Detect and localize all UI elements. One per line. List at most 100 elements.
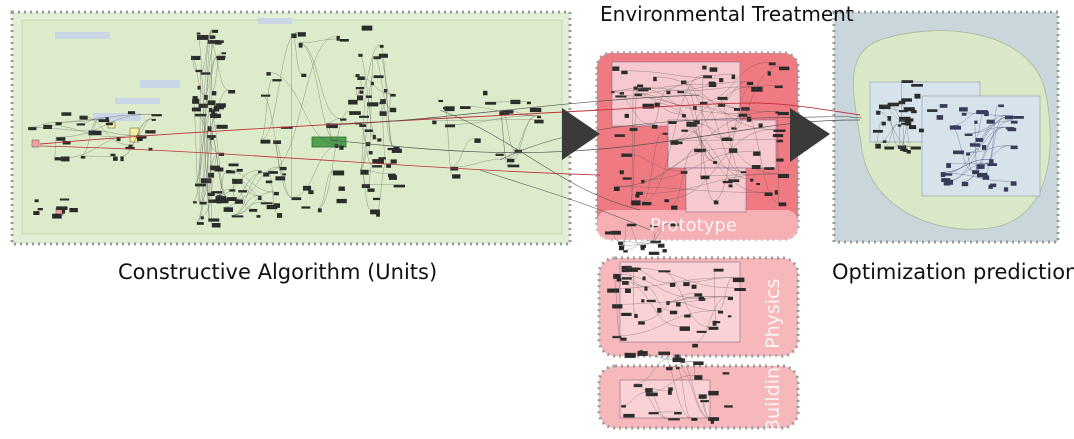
group-title-box bbox=[55, 32, 110, 39]
graph-wire bbox=[671, 148, 695, 206]
graph-node bbox=[297, 32, 306, 37]
graph-wire bbox=[904, 120, 911, 147]
graph-node bbox=[668, 387, 673, 391]
graph-node bbox=[483, 90, 488, 96]
flow-arrow-1 bbox=[562, 108, 600, 160]
graph-node bbox=[236, 168, 243, 172]
graph-wire bbox=[361, 183, 394, 185]
graph-node bbox=[653, 76, 657, 82]
graph-node bbox=[445, 124, 456, 128]
graph-node bbox=[200, 178, 212, 184]
graph-node bbox=[339, 145, 344, 150]
graph-wire bbox=[621, 277, 645, 287]
graph-node bbox=[639, 350, 643, 355]
graph-node bbox=[384, 89, 388, 93]
graph-node bbox=[669, 310, 678, 315]
environmental-treatment-label: Environmental Treatment bbox=[600, 2, 854, 26]
graph-wire bbox=[898, 116, 901, 149]
graph-node bbox=[359, 90, 364, 94]
graph-node bbox=[273, 140, 281, 144]
graph-node bbox=[668, 418, 680, 421]
graph-node bbox=[693, 361, 704, 366]
graph-node bbox=[485, 102, 497, 105]
graph-node bbox=[229, 189, 236, 192]
graph-node bbox=[145, 130, 156, 134]
graph-node bbox=[615, 95, 627, 98]
graph-wire bbox=[626, 267, 735, 289]
graph-wire bbox=[613, 186, 765, 193]
graph-wire bbox=[634, 74, 732, 94]
graph-node bbox=[510, 99, 521, 105]
graph-node bbox=[642, 276, 646, 281]
graph-node bbox=[364, 129, 373, 132]
graph-node bbox=[390, 93, 396, 97]
graph-node bbox=[642, 202, 652, 206]
graph-node bbox=[646, 299, 656, 302]
graph-node bbox=[901, 80, 914, 83]
graph-node bbox=[738, 113, 748, 117]
graph-wire bbox=[700, 173, 778, 176]
graph-wire bbox=[200, 198, 217, 217]
graph-node bbox=[1010, 181, 1017, 186]
graph-node bbox=[378, 157, 386, 160]
graph-node bbox=[693, 120, 700, 125]
building-physics-label: Building Physics bbox=[762, 278, 784, 432]
graph-node bbox=[700, 175, 710, 180]
graph-wire bbox=[610, 230, 619, 242]
graph-wire bbox=[650, 223, 670, 241]
graph-node bbox=[750, 178, 754, 182]
graph-node bbox=[717, 96, 728, 100]
graph-node bbox=[722, 137, 732, 141]
graph-node bbox=[637, 88, 649, 92]
graph-node bbox=[777, 111, 789, 116]
graph-node bbox=[904, 120, 912, 126]
graph-node bbox=[753, 151, 761, 156]
graph-node bbox=[191, 55, 201, 60]
group-title-box bbox=[115, 98, 160, 104]
graph-wire bbox=[677, 90, 714, 162]
graph-node bbox=[681, 80, 687, 85]
graph-wire bbox=[640, 87, 778, 113]
graph-node bbox=[148, 147, 153, 151]
graph-node bbox=[507, 164, 520, 168]
graph-wire bbox=[645, 387, 668, 391]
graph-node bbox=[273, 203, 280, 208]
graph-node bbox=[611, 91, 615, 94]
graph-node bbox=[879, 104, 891, 110]
graph-node bbox=[918, 128, 924, 133]
graph-node bbox=[265, 180, 273, 184]
graph-node bbox=[654, 102, 660, 108]
graph-node bbox=[379, 44, 384, 48]
graph-wire bbox=[501, 109, 515, 150]
graph-node bbox=[1007, 127, 1017, 132]
graph-node bbox=[621, 265, 632, 270]
graph-node bbox=[368, 151, 373, 155]
highlighted-node bbox=[311, 136, 347, 148]
graph-node bbox=[136, 135, 147, 139]
graph-node bbox=[650, 240, 661, 243]
graph-node bbox=[379, 111, 387, 116]
graph-wire bbox=[192, 95, 200, 203]
graph-node bbox=[713, 161, 718, 164]
graph-node bbox=[618, 245, 624, 251]
graph-wire bbox=[626, 223, 641, 246]
graph-node bbox=[676, 302, 681, 307]
graph-node bbox=[614, 134, 625, 137]
graph-node bbox=[682, 114, 686, 118]
graph-node bbox=[622, 281, 629, 285]
graph-wire bbox=[965, 152, 973, 171]
graph-wire bbox=[966, 145, 1011, 153]
graph-node bbox=[54, 157, 61, 161]
graph-wire bbox=[629, 124, 652, 129]
graph-node bbox=[204, 95, 208, 100]
graph-node bbox=[216, 198, 229, 204]
graph-node bbox=[775, 111, 779, 114]
graph-node bbox=[776, 139, 783, 143]
graph-node bbox=[28, 127, 37, 131]
graph-node bbox=[291, 33, 297, 39]
graph-node bbox=[127, 111, 136, 115]
graph-node bbox=[774, 190, 778, 195]
graph-node bbox=[633, 86, 638, 90]
cross-wires bbox=[39, 94, 863, 231]
